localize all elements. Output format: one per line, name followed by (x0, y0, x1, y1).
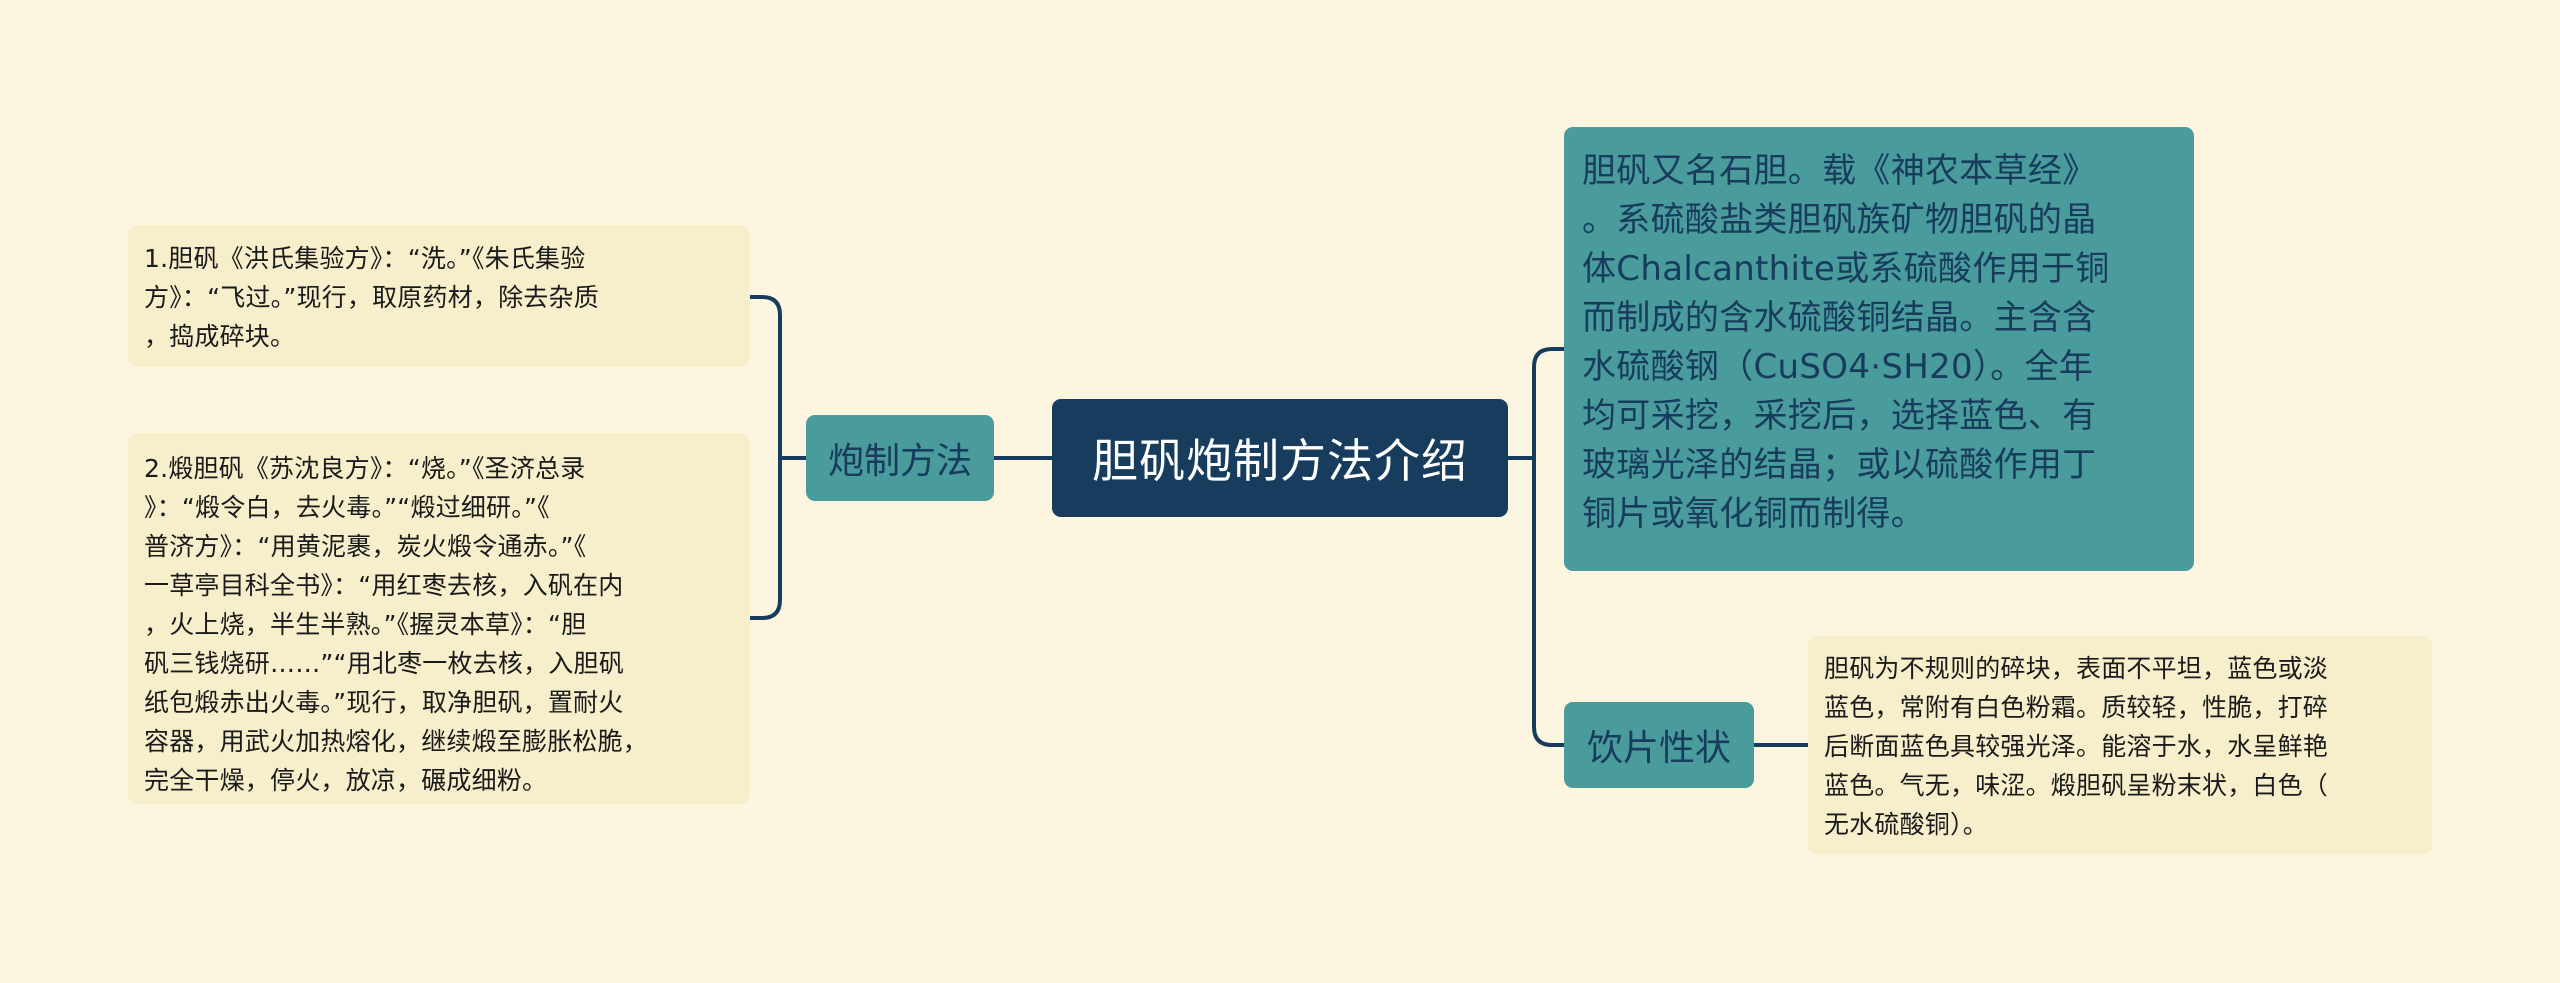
leaf-slice-properties[interactable]: 胆矾为不规则的碎块，表面不平坦，蓝色或淡 蓝色，常附有白色粉霜。质较轻，性脆，打… (1808, 636, 2432, 854)
leaf-slice-properties-text: 胆矾为不规则的碎块，表面不平坦，蓝色或淡 蓝色，常附有白色粉霜。质较轻，性脆，打… (1824, 654, 2329, 839)
leaf-processing-2-text: 2.煅胆矾《苏沈良方》：“烧。”《圣济总录 》：“煅令白，去火毒。”“煅过细研。… (144, 454, 649, 795)
branch-description-text: 胆矾又名石胆。载《神农本草经》 。系硫酸盐类胆矾族矿物胆矾的晶 体Chalcan… (1582, 151, 2110, 534)
leaf-processing-1[interactable]: 1.胆矾《洪氏集验方》：“洗。”《朱氏集验 方》：“飞过。”现行，取原药材，除去… (128, 225, 750, 367)
branch-slice-properties[interactable]: 饮片性状 (1564, 702, 1754, 788)
root-topic-label: 胆矾炮制方法介绍 (1092, 434, 1468, 488)
branch-processing-methods[interactable]: 炮制方法 (806, 415, 994, 501)
connector-right-slice (1532, 456, 1566, 747)
connector-right-desc (1532, 347, 1566, 460)
branch-description[interactable]: 胆矾又名石胆。载《神农本草经》 。系硫酸盐类胆矾族矿物胆矾的晶 体Chalcan… (1564, 127, 2194, 571)
leaf-processing-2[interactable]: 2.煅胆矾《苏沈良方》：“烧。”《圣济总录 》：“煅令白，去火毒。”“煅过细研。… (128, 433, 750, 804)
branch-processing-label: 炮制方法 (827, 441, 972, 482)
connector-left-leaf-2 (748, 456, 782, 620)
leaf-processing-1-text: 1.胆矾《洪氏集验方》：“洗。”《朱氏集验 方》：“飞过。”现行，取原药材，除去… (144, 244, 599, 351)
branch-slice-label: 饮片性状 (1586, 728, 1731, 769)
connector-left-leaf-1 (748, 295, 782, 460)
root-topic[interactable]: 胆矾炮制方法介绍 (1052, 399, 1508, 517)
